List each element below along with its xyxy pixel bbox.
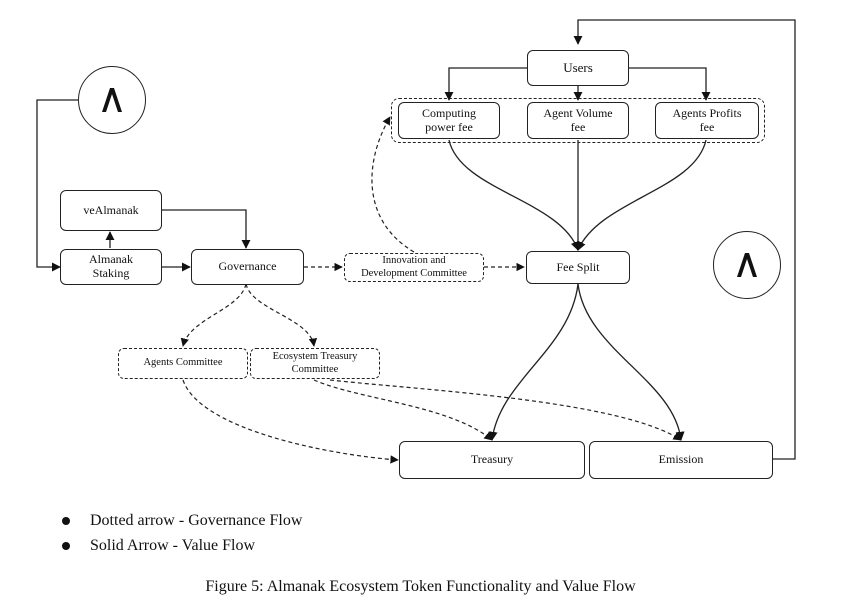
users-to-computing-arrow: [444, 67, 527, 101]
ecosystem-treasury-committee-node[interactable]: Ecosystem Treasury Committee: [250, 348, 380, 379]
ecosystem-to-emission-arrow: [329, 379, 682, 441]
logo-to-staking-arrow: [36, 99, 78, 272]
almanak-a-icon: [737, 253, 757, 277]
governance-to-ecosystem-committee-arrow: [245, 283, 318, 347]
feesplit-to-emission-arrow: [577, 283, 685, 441]
fee-split-node[interactable]: Fee Split: [526, 251, 630, 284]
agents-committee-to-treasury-arrow: [182, 379, 399, 464]
almanak-a-icon: [102, 88, 122, 112]
innovation-development-committee-node[interactable]: Innovation and Development Committee: [344, 253, 484, 282]
profits-to-feesplit-arrow: [577, 139, 707, 251]
agent-volume-fee-node[interactable]: Agent Volume fee: [527, 102, 629, 139]
computing-to-feesplit-arrow: [448, 139, 580, 251]
feesplit-to-treasury-arrow: [488, 283, 579, 441]
fee-sources-group: [391, 98, 765, 143]
bullet-icon: [62, 542, 70, 550]
users-node[interactable]: Users: [527, 50, 629, 86]
emission-node[interactable]: Emission: [589, 441, 773, 479]
governance-node[interactable]: Governance: [191, 249, 304, 285]
governance-to-agents-committee-arrow: [180, 283, 247, 347]
emission-to-users-arrow: [573, 19, 796, 460]
users-to-profits-arrow: [628, 67, 711, 101]
vealmanak-node[interactable]: veAlmanak: [60, 190, 162, 231]
agents-profits-fee-node[interactable]: Agents Profits fee: [655, 102, 759, 139]
almanak-logo-right: [713, 231, 781, 299]
legend-text: Dotted arrow - Governance Flow: [90, 512, 303, 529]
innovation-to-feegroup-arrow: [371, 116, 415, 253]
vealmanak-to-governance-arrow: [162, 209, 251, 249]
computing-power-fee-node[interactable]: Computing power fee: [398, 102, 500, 139]
almanak-logo-top: [78, 66, 146, 134]
legend-text: Solid Arrow - Value Flow: [90, 537, 256, 554]
treasury-node[interactable]: Treasury: [399, 441, 585, 479]
bullet-icon: [62, 517, 70, 525]
almanak-staking-node[interactable]: Almanak Staking: [60, 249, 162, 285]
legend-item-governance: Dotted arrow - Governance Flow: [62, 512, 302, 530]
agents-committee-node[interactable]: Agents Committee: [118, 348, 248, 379]
legend-item-value: Solid Arrow - Value Flow: [62, 537, 255, 555]
ecosystem-to-treasury-arrow: [313, 379, 493, 441]
figure-caption: Figure 5: Almanak Ecosystem Token Functi…: [205, 578, 636, 595]
